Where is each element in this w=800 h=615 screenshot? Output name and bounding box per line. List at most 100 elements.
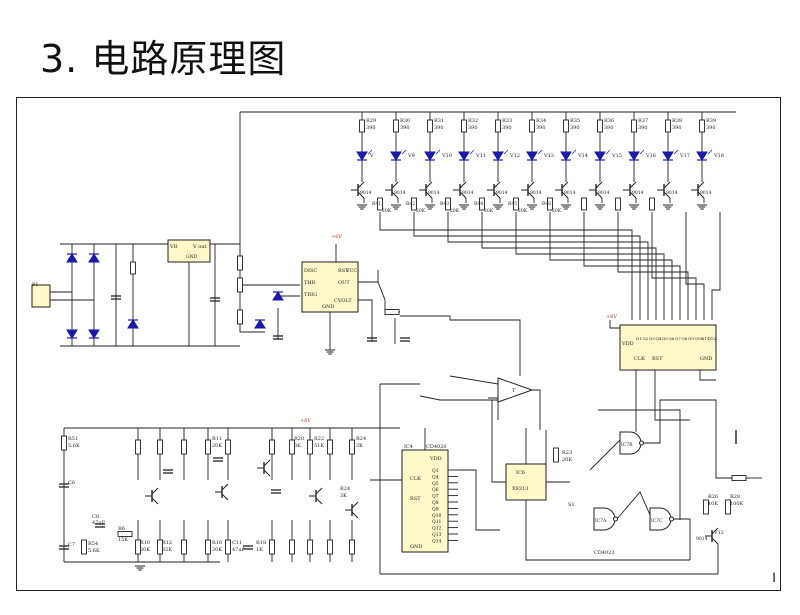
transistor-collector [357, 181, 365, 189]
resistor [181, 539, 187, 555]
resistor-r38 [665, 119, 671, 133]
ic6-name: IC6 [516, 470, 525, 476]
led-ray [401, 149, 407, 155]
resistor [349, 539, 355, 555]
resistor-label: 47uF [232, 547, 246, 553]
wire [609, 320, 620, 329]
ic4-output-label: Q6 [432, 487, 439, 493]
resistor-label: C11 [232, 540, 242, 546]
wire [447, 212, 649, 320]
base-resistor-label: R42 [406, 201, 415, 207]
opamp-label: T [512, 388, 516, 394]
ic4-output-label: Q7 [432, 494, 439, 500]
led-label: V14 [577, 153, 588, 159]
ic4-part: CD4020 [426, 444, 447, 450]
wire [651, 212, 697, 320]
switch-label: S1 [568, 502, 575, 508]
base-resistor-label: R43 [440, 201, 449, 207]
resistor [157, 539, 163, 555]
transistor-label: 9014 [394, 190, 406, 196]
cd4040-output-label: Q7 [675, 336, 681, 341]
base-resistor [411, 197, 417, 211]
resistor [289, 439, 295, 455]
gate-label: IC7B [621, 442, 633, 448]
top-resistor-label: R37 [638, 118, 648, 124]
ic4-rst: RST [410, 496, 421, 502]
transistor-label: 9014 [598, 190, 610, 196]
led-label: V [369, 153, 374, 159]
ic555-gnd: GND [322, 304, 334, 310]
resistor [384, 309, 400, 315]
top-resistor-value: 390 [570, 125, 580, 131]
resistor-label: R16 [212, 540, 222, 546]
base-resistor [513, 197, 519, 211]
vr-vout-label: V out [192, 244, 206, 250]
base-resistor-value: 20K [484, 208, 494, 214]
led-icon [696, 151, 708, 161]
resistor [269, 539, 275, 555]
resistor-label: 20K [562, 457, 572, 463]
cd4040-output-label: Q3 [649, 336, 655, 341]
transistor-emitter [629, 191, 637, 199]
led-label: V18 [713, 153, 724, 159]
diode-icon [66, 329, 78, 339]
base-resistor-label: R44 [474, 201, 483, 207]
cd4040-output-label: Q6 [669, 336, 675, 341]
transistor-label: 9014 [700, 190, 712, 196]
top-resistor-value: 390 [468, 125, 478, 131]
top-resistor-label: R30 [400, 118, 410, 124]
resistor-r35 [563, 119, 569, 133]
led-icon [662, 151, 674, 161]
base-resistor [377, 197, 383, 211]
gate-label: IC7A [595, 518, 607, 524]
led-icon [127, 319, 139, 329]
ic4-output-label: Q10 [432, 513, 442, 519]
wire [358, 299, 373, 342]
top-resistor-label: R39 [706, 118, 716, 124]
resistor [157, 439, 163, 455]
transistor-collector [493, 181, 501, 189]
led-label: V17 [679, 153, 690, 159]
top-resistor-value: 390 [536, 125, 546, 131]
ic-cd4040 [619, 324, 717, 371]
wire [715, 430, 732, 479]
resistor-r31 [427, 119, 433, 133]
cd4040-output-label: Q12 [708, 336, 717, 341]
resistor-label: 5.6K [88, 548, 100, 554]
capacitor-label: 1K [256, 547, 263, 553]
ic4-output-label: Q9 [432, 506, 439, 512]
transistor-emitter [221, 493, 229, 501]
gate-label: IC7C [651, 518, 663, 524]
top-resistor-label: R29 [366, 118, 376, 124]
ic555-trig: TRIG [304, 292, 317, 298]
led-ray [673, 149, 679, 155]
resistor-r32 [461, 119, 467, 133]
wire [654, 370, 690, 421]
wire [549, 212, 673, 320]
ic4-output-label: Q13 [432, 532, 442, 538]
cd4040-output-label: Q11 [701, 336, 709, 341]
transistor-emitter [357, 191, 365, 199]
wire [617, 212, 689, 320]
top-resistor-value: 390 [400, 125, 410, 131]
resistor-r54 [81, 539, 87, 555]
capacitor-label: 47uF [92, 520, 106, 526]
transistor-label: 9014 [496, 190, 508, 196]
resistor-label: 20K [140, 547, 150, 553]
transistor-emitter [263, 469, 271, 477]
ic555-disc: DISC [304, 268, 317, 274]
transistor-emitter [493, 191, 501, 199]
led-ray [639, 149, 645, 155]
transistor-emitter [459, 191, 467, 199]
top-resistor-label: R38 [672, 118, 682, 124]
led-icon [390, 151, 402, 161]
resistor-label: R51 [68, 436, 78, 442]
cd4040-output-label: Q8 [682, 336, 688, 341]
resistor [130, 261, 136, 275]
led-icon [560, 151, 572, 161]
transistor-emitter [151, 497, 159, 505]
led-label: V10 [441, 153, 452, 159]
resistor [135, 539, 141, 555]
transistor-emitter [351, 511, 359, 519]
base-resistor [649, 197, 655, 211]
